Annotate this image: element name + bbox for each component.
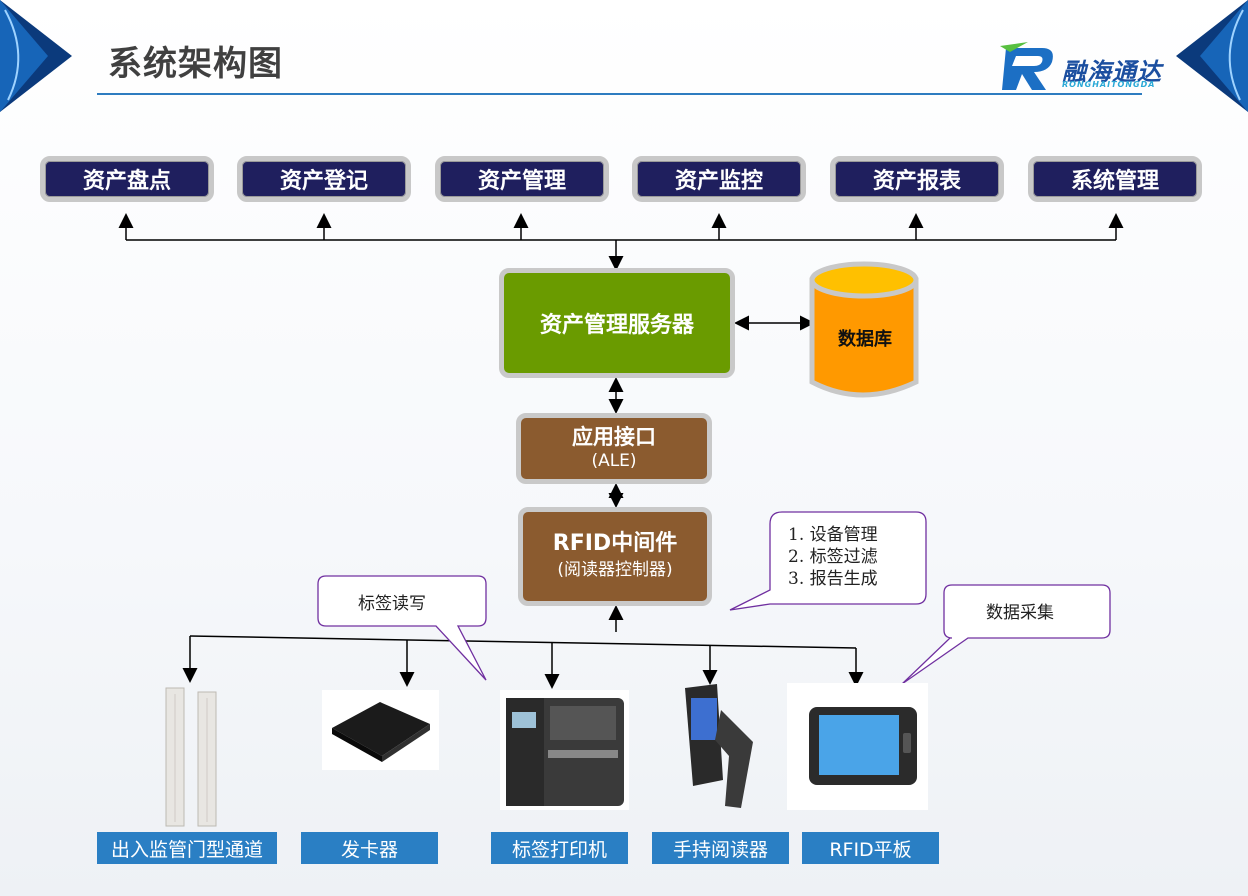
title-divider [97, 93, 1142, 95]
module-asset-reports: 资产报表 [830, 156, 1004, 202]
logo-name: 融海通达 [1062, 58, 1162, 86]
module-asset-management: 资产管理 [435, 156, 609, 202]
device-label-gate: 出入监管门型通道 [97, 832, 277, 864]
device-label-rfid-tablet: RFID平板 [802, 832, 939, 864]
device-label-handheld-reader: 手持阅读器 [652, 832, 789, 864]
module-asset-inventory: 资产盘点 [40, 156, 214, 202]
handheld-reader-image [665, 680, 760, 812]
database-label: 数据库 [838, 329, 892, 350]
module-asset-registration: 资产登记 [237, 156, 411, 202]
asset-server-block: 资产管理服务器 [499, 268, 735, 378]
module-system-management: 系统管理 [1028, 156, 1202, 202]
tag-rw-callout: 标签读写 [358, 594, 426, 614]
ale-interface-block: 应用接口 (ALE) [516, 413, 712, 484]
company-logo-icon [1000, 42, 1053, 90]
middleware-functions-callout: 1. 设备管理 2. 标签过滤 3. 报告生成 [788, 525, 878, 589]
device-label-label-printer: 标签打印机 [491, 832, 628, 864]
database-cylinder [809, 261, 919, 398]
page-title: 系统架构图 [108, 44, 283, 84]
module-asset-monitoring: 资产监控 [632, 156, 806, 202]
rfid-tablet-image [787, 683, 928, 810]
device-label-card-issuer: 发卡器 [301, 832, 438, 864]
label-printer-image [500, 690, 629, 810]
data-collect-callout: 数据采集 [986, 603, 1054, 623]
gate-channel-image [165, 687, 217, 827]
rfid-middleware-block: RFID中间件 (阅读器控制器) [518, 507, 712, 606]
logo-subtitle: RONGHAITONGDA [1062, 80, 1156, 89]
card-issuer-image [322, 690, 439, 770]
corner-decoration-left [0, 0, 72, 112]
corner-decoration-right [1176, 0, 1248, 112]
